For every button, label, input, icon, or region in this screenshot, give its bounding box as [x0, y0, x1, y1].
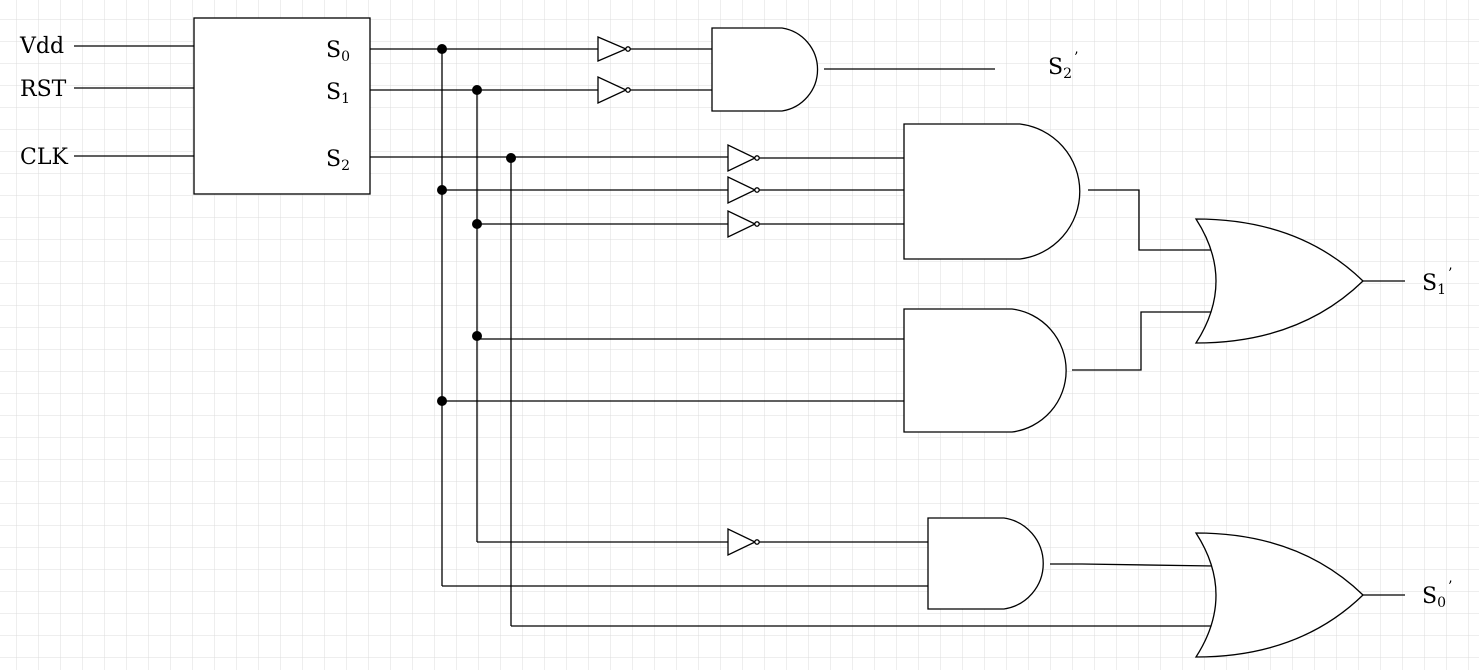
not-gate-s0 — [597, 36, 628, 62]
and2-to-or-wire — [1072, 311, 1214, 371]
junction-dot — [437, 44, 447, 54]
state-register-block — [193, 17, 371, 195]
and-bottom-to-or-wire — [1050, 563, 1215, 567]
not-gate-s1 — [727, 209, 757, 239]
and-gate-bottom — [927, 517, 1044, 610]
s2-next-label: S2’ — [1048, 50, 1078, 82]
vdd-label: Vdd — [19, 34, 64, 59]
not-gate-s1 — [597, 75, 628, 105]
s1-next-label: S1’ — [1422, 266, 1452, 298]
rst-label: RST — [20, 77, 67, 102]
s1-block-label: S1 — [326, 80, 350, 107]
s0-block-label: S0 — [326, 38, 350, 65]
junction-dot — [472, 85, 482, 95]
not-gate-s1-bottom — [727, 527, 757, 557]
not-gate-s2 — [727, 143, 757, 173]
or-gate-s1-next — [1194, 218, 1364, 344]
not-bubble — [625, 87, 631, 93]
not-bubble — [625, 46, 631, 52]
not-bubble — [754, 187, 760, 193]
s2-block-label: S2 — [326, 147, 350, 174]
or-gate-s0-next — [1194, 532, 1364, 658]
clk-label: CLK — [20, 145, 68, 170]
s0-next-label: S0’ — [1422, 579, 1452, 611]
not-gate-s0 — [727, 175, 757, 205]
and-gate-2-input — [903, 308, 1067, 433]
not-bubble — [754, 539, 760, 545]
and1-to-or-wire — [1088, 189, 1214, 251]
and-gate-3-input — [903, 123, 1081, 260]
junction-dot — [506, 153, 516, 163]
not-bubble — [754, 221, 760, 227]
not-bubble — [754, 155, 760, 161]
and-gate-s2-next — [711, 27, 819, 112]
